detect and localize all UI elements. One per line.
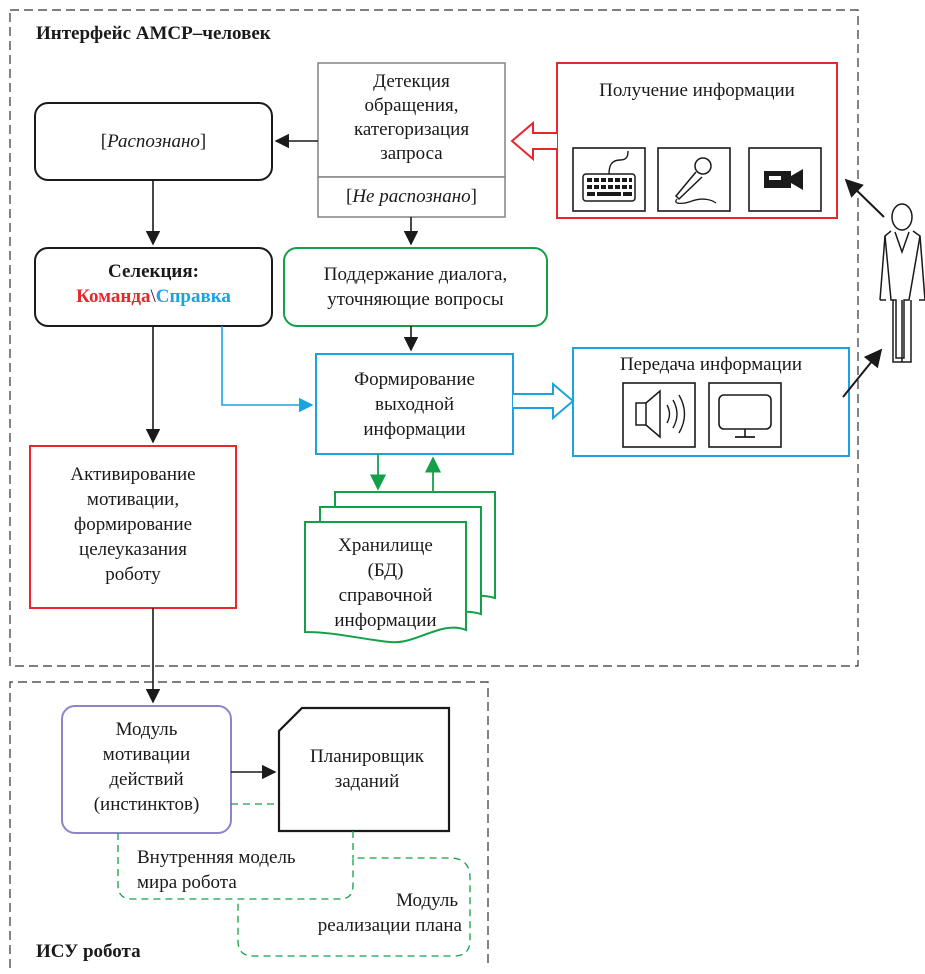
- motivation-label: Модуль мотивации действий (инстинктов): [93, 719, 200, 815]
- input-title: Получение информации: [599, 80, 795, 101]
- activation-label: Активирование мотивации, формирование це…: [70, 464, 196, 585]
- selection-label: Селекция: Команда\Справка: [76, 261, 231, 307]
- arrow-outputforming-output: [513, 381, 575, 421]
- interface-group-title: Интерфейс АМСР–человек: [36, 23, 271, 44]
- dialog-box: [283, 247, 548, 327]
- isu-group-title: ИСУ робота: [36, 941, 141, 962]
- detection-box: [317, 62, 506, 178]
- output-title: Передача информации: [619, 354, 803, 375]
- microphone-icon: [657, 147, 731, 212]
- arrow-output-human: [842, 348, 883, 398]
- camera-icon: [748, 147, 822, 212]
- plan-impl-label: Модуль реализации плана: [317, 890, 462, 936]
- storage-stack: [304, 491, 496, 644]
- arrow-human-input: [844, 178, 885, 218]
- dialog-label: Поддержание диалога, уточняющие вопросы: [323, 264, 508, 310]
- arrow-selection-outputforming: [221, 326, 314, 413]
- activation-box: [29, 445, 237, 609]
- storage-label: Хранилище (БД) справочной информации: [334, 535, 437, 631]
- motivation-box: [61, 705, 232, 834]
- isu-group-frame: [9, 681, 489, 968]
- interface-group-frame: [9, 9, 859, 667]
- not-recognized-label: [Не распознано]: [345, 186, 477, 207]
- detection-label: Детекция обращения, категоризация запрос…: [353, 71, 470, 164]
- output-forming-label: Формирование выходной информации: [354, 369, 475, 440]
- world-model-outline: [117, 833, 471, 957]
- planner-label: Планировщик заданий: [310, 746, 424, 792]
- speaker-icon: [622, 382, 696, 448]
- recognized-label: [Распознано]: [100, 131, 207, 152]
- not-recognized-box: [317, 176, 506, 218]
- output-forming-box: [315, 353, 514, 455]
- arrow-input-detection: [510, 120, 557, 162]
- human-icon: [879, 203, 925, 363]
- planner-box: [277, 706, 451, 833]
- monitor-icon: [708, 382, 782, 448]
- keyboard-icon: [572, 147, 646, 212]
- world-model-label: Внутренняя модель мира робота: [137, 847, 296, 893]
